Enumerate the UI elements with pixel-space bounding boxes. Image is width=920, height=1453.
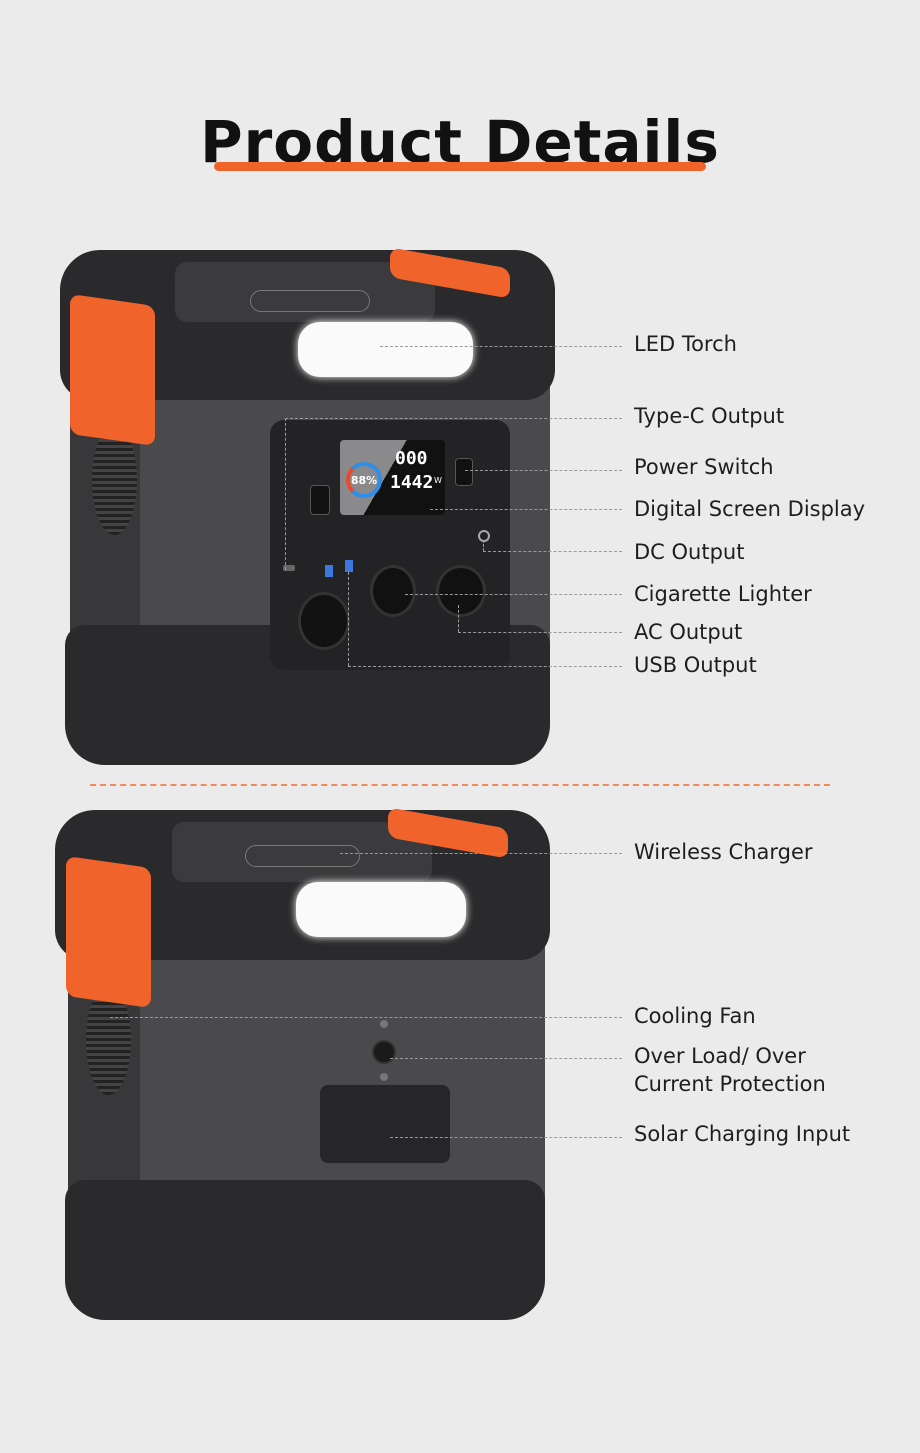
leader-line [348,572,349,666]
label-solar-charging-input: Solar Charging Input [634,1122,851,1146]
leader-line [405,594,622,595]
label-wireless-charger: Wireless Charger [634,840,813,864]
leader-line [483,540,484,551]
dc-output-port [478,530,490,542]
leader-line [458,605,459,632]
watt-unit: W [434,476,442,485]
cigarette-lighter-socket [370,565,416,617]
label-power-switch: Power Switch [634,455,774,479]
input-watts: 000 [395,448,428,469]
leader-line [430,509,622,510]
bottom-bumper [65,1180,545,1320]
leader-line [390,1137,622,1138]
type-c-port [283,565,295,571]
label-ac-output: AC Output [634,620,743,644]
led-torch [296,882,466,937]
output-watts: 1442 [390,472,434,493]
leader-line [285,418,286,570]
battery-percent: 88% [346,462,382,498]
section-divider [90,784,830,786]
label-dc-output: DC Output [634,540,745,564]
leader-line [285,418,622,419]
digital-screen: 88% 000 1442 W [340,440,445,515]
label-usb-output: USB Output [634,653,757,677]
leader-line [380,346,622,347]
label-led-torch: LED Torch [634,332,737,356]
ac-outlet-left [298,592,350,650]
wireless-charger-pad [250,290,370,312]
left-button [310,485,330,515]
leader-line [110,1017,622,1018]
solar-input-cover [320,1085,450,1163]
usb-port-1 [325,565,333,577]
ac-outlet-right [436,565,486,617]
usb-port-2 [345,560,353,572]
screw [380,1020,388,1028]
cooling-fan-grille [92,425,137,535]
leader-line [465,470,622,471]
overload-protection-button [372,1040,396,1064]
leader-line [348,666,622,667]
left-handle [70,294,155,446]
screw [380,1073,388,1081]
power-switch-button [455,458,473,486]
led-torch [298,322,473,377]
title-underline [214,162,706,171]
wireless-charger-pad [245,845,360,867]
label-digital-screen: Digital Screen Display [634,497,866,521]
leader-line [483,551,622,552]
label-over-load-protection: Over Load/ Over Current Protection [634,1044,826,1096]
label-type-c-output: Type-C Output [634,404,785,428]
left-handle [66,856,151,1008]
label-cooling-fan: Cooling Fan [634,1004,756,1028]
leader-line [390,1058,622,1059]
leader-line [458,632,622,633]
label-cigarette-lighter: Cigarette Lighter [634,582,812,606]
leader-line [340,853,622,854]
